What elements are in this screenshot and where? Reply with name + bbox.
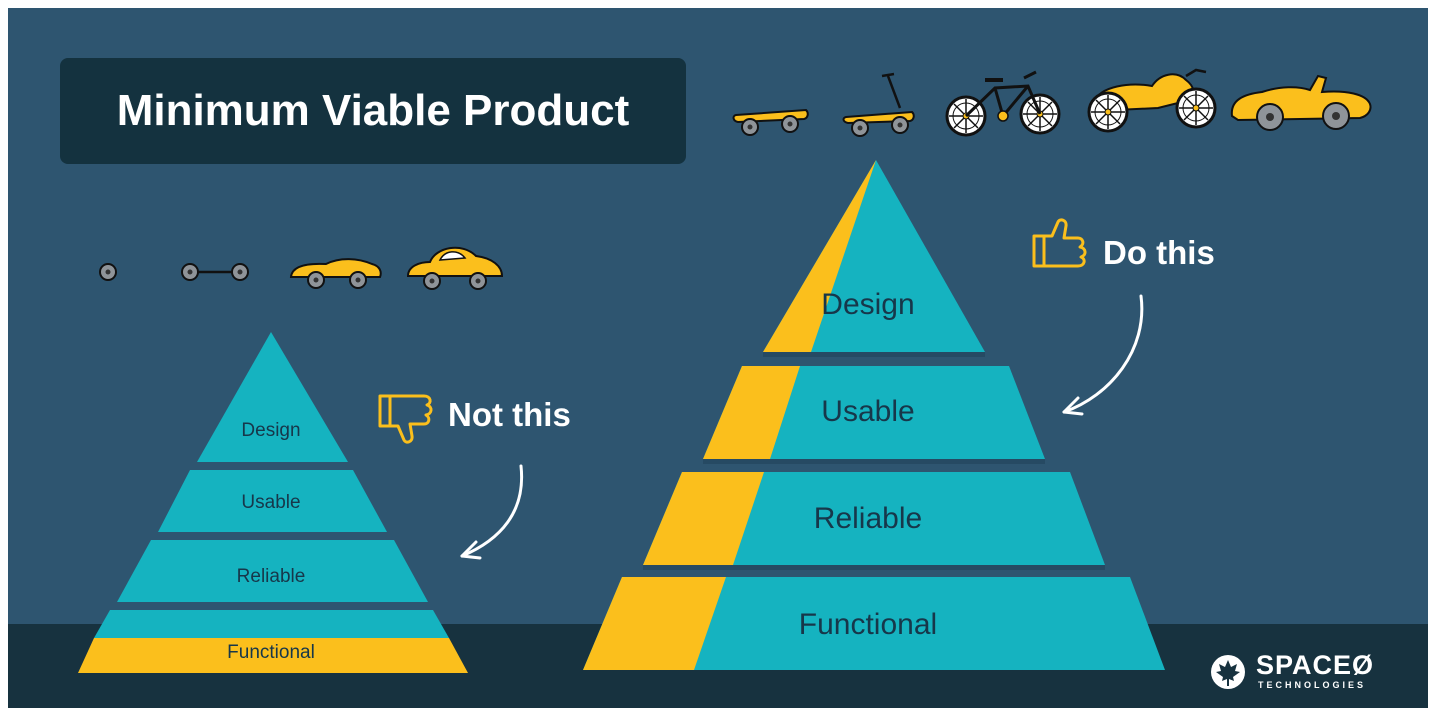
label-design: Design: [821, 288, 914, 321]
stage-icon-bicycle: [945, 70, 1061, 137]
layer-design-accent: [763, 160, 876, 352]
page-title: Minimum Viable Product: [116, 86, 630, 135]
label-usable: Usable: [821, 395, 914, 428]
brand-subtitle: TECHNOLOGIES: [1258, 680, 1367, 690]
callout-do-this: Do this: [1103, 234, 1215, 271]
layer-usable-accent: [703, 366, 800, 459]
layer-reliable: [643, 472, 1105, 565]
thumbs-down-icon: [378, 394, 433, 444]
layer-usable: [158, 470, 387, 532]
layer-functional: [583, 577, 1165, 670]
pyramid-not-this: Design Usable Reliable Functional: [78, 332, 468, 673]
layer-reliable: [117, 540, 428, 602]
layer-functional-accent: [583, 577, 726, 670]
pyramid-do-this: Design Usable Reliable Functional: [583, 160, 1165, 670]
arrow-do-this: [1062, 294, 1144, 416]
stage-icon-axle: [181, 263, 249, 281]
label-usable: Usable: [241, 492, 300, 513]
brand-name: SPACEØ: [1256, 650, 1375, 680]
stage-icon-skateboard: [732, 108, 809, 136]
stage-icon-car: [406, 246, 504, 290]
label-functional: Functional: [799, 608, 937, 641]
label-reliable: Reliable: [814, 502, 922, 535]
title-banner: Minimum Viable Product: [60, 58, 686, 164]
layer-reliable-accent: [643, 472, 764, 565]
layer-functional-top: [94, 610, 449, 638]
stage-icon-scooter: [842, 72, 915, 137]
stage-icon-wheel: [99, 263, 117, 281]
maple-leaf-icon: [1211, 655, 1245, 689]
callout-not-this: Not this: [448, 396, 571, 433]
stage-icon-sports-car: [1230, 74, 1372, 131]
label-design: Design: [241, 420, 300, 441]
stage-icon-motorcycle: [1087, 68, 1217, 133]
label-reliable: Reliable: [237, 566, 306, 587]
stage-icon-car-body: [289, 258, 382, 289]
label-functional: Functional: [227, 642, 315, 663]
layer-design: [197, 332, 348, 462]
thumbs-up-icon: [1032, 218, 1087, 268]
arrow-not-this: [460, 464, 524, 560]
layer-functional: [78, 638, 468, 673]
